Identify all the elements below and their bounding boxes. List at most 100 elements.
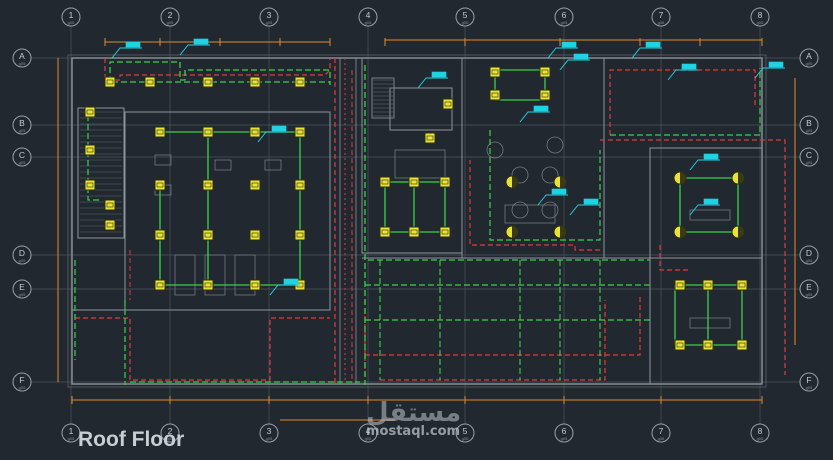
grid-bubble-bottom-1-label: 1 — [69, 426, 74, 436]
grid-bubble-left-A-label: A — [19, 51, 25, 61]
gym-machine-3 — [264, 159, 282, 171]
circuit-tag-mark — [551, 188, 567, 195]
grid-bubble-bottom-4-circle — [358, 423, 378, 443]
circuit-tag-leader — [667, 69, 698, 81]
circuit-tag-leader — [269, 284, 300, 296]
circuit-tag-12 — [689, 198, 720, 216]
light-fixture-body — [424, 132, 436, 144]
circuit-tag-10 — [569, 198, 600, 216]
light-fixture-24 — [104, 199, 116, 211]
red-circuit-gym-top — [104, 58, 331, 81]
gym-machine-2 — [214, 159, 232, 171]
light-fixture-lens — [381, 179, 389, 185]
grid-bubble-bottom-6-sublabel: g05 — [561, 436, 568, 441]
cafe-table-3 — [541, 201, 559, 219]
grid-bubble-bottom-3-label: 3 — [267, 426, 272, 436]
light-fixture-26 — [379, 176, 391, 188]
light-fixtures — [84, 66, 748, 351]
grid-bubble-right-E-sublabel: g05 — [806, 292, 813, 297]
round-light-shade — [738, 226, 744, 238]
light-fixture-31 — [439, 226, 451, 238]
green-circuit-cafe — [489, 130, 601, 241]
grid-bubble-bottom-8-circle — [750, 423, 770, 443]
grid-bubble-top-6-circle — [554, 7, 574, 27]
grid-bubble-bottom-1-circle — [61, 423, 81, 443]
grid-bubble-left-C-circle — [12, 147, 32, 167]
light-fixture-25 — [104, 219, 116, 231]
light-fixture-lens — [676, 342, 684, 348]
light-fixture-body — [202, 229, 214, 241]
round-light-shade — [512, 226, 518, 238]
light-fixture-body — [202, 279, 214, 291]
round-light-shade — [738, 172, 744, 184]
circuit-tag-leader — [537, 194, 568, 206]
light-fixture-20 — [294, 76, 306, 88]
grid-bubble-top-2-circle — [160, 7, 180, 27]
light-fixture-1 — [202, 126, 214, 138]
circuit-tag-mark — [533, 105, 549, 112]
circuit-tag-leader — [257, 131, 288, 143]
circuit-tag-mark — [645, 41, 661, 48]
treadmill-1 — [204, 254, 226, 296]
light-fixture-body — [249, 229, 261, 241]
light-fixture-13 — [202, 279, 214, 291]
light-fixture-lens — [106, 222, 114, 228]
light-fixture-34 — [489, 66, 501, 78]
grid-bubble-top-4-circle — [358, 7, 378, 27]
grid-bubble-right-D-circle — [799, 245, 819, 265]
light-fixture-lens — [156, 129, 164, 135]
circuit-tag-leader — [631, 47, 662, 59]
light-fixture-8 — [154, 229, 166, 241]
light-fixture-lens — [441, 179, 449, 185]
red-circuits — [75, 58, 786, 384]
round-light-shade — [680, 226, 686, 238]
grid-bubble-right-F-circle — [799, 372, 819, 392]
circuit-tag-mark — [681, 63, 697, 70]
circuit-tag-mark — [703, 198, 719, 205]
light-fixture-body — [674, 339, 686, 351]
light-fixture-body — [736, 279, 748, 291]
grid-bubble-right-F-sublabel: g05 — [806, 385, 813, 390]
light-fixture-19 — [249, 76, 261, 88]
grid-bubble-bottom-7-sublabel: g05 — [658, 436, 665, 441]
grid-bubble-bottom-8-sublabel: g05 — [757, 436, 764, 441]
cafe-room — [461, 57, 605, 259]
light-fixture-body — [439, 226, 451, 238]
grid-bubble-left-A-sublabel: g05 — [19, 61, 26, 66]
grid-bubble-top-1-circle — [61, 7, 81, 27]
light-fixture-27 — [408, 176, 420, 188]
grid-bubble-left-F-label: F — [19, 375, 24, 385]
circuit-tag-3 — [269, 278, 300, 296]
green-circuit-service — [384, 181, 446, 233]
grid-bubble-bottom-8-label: 8 — [758, 426, 763, 436]
circuit-tag-leader — [519, 111, 550, 123]
light-fixture-29 — [379, 226, 391, 238]
grid-bubble-left-B-sublabel: g05 — [19, 128, 26, 133]
circuit-tag-leader — [689, 159, 720, 171]
round-light-4 — [673, 171, 687, 185]
light-fixture-43 — [736, 339, 748, 351]
light-fixture-lens — [204, 232, 212, 238]
grid-bubble-bottom-7-circle — [651, 423, 671, 443]
light-fixture-lens — [251, 232, 259, 238]
light-fixture-3 — [294, 126, 306, 138]
grid-bubble-left-F-circle — [12, 372, 32, 392]
grid-bubble-top-6-sublabel: g05 — [561, 20, 568, 25]
grid-bubble-top-8-circle — [750, 7, 770, 27]
light-fixture-lens — [106, 202, 114, 208]
circuit-tag-13 — [417, 71, 448, 89]
grid-bubble-top-2-sublabel: g05 — [167, 20, 174, 25]
light-fixture-18 — [202, 76, 214, 88]
light-fixture-body — [294, 126, 306, 138]
light-fixture-body — [202, 179, 214, 191]
round-light-shade — [680, 172, 686, 184]
red-circuit-meeting — [659, 245, 690, 271]
light-fixture-11 — [294, 229, 306, 241]
light-fixture-41 — [674, 339, 686, 351]
